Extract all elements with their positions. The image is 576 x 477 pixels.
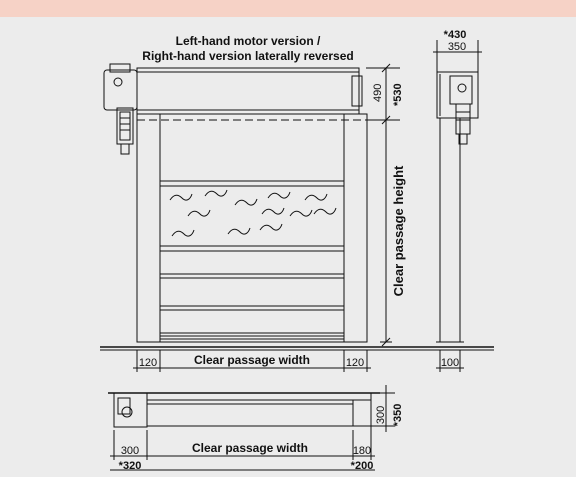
side-view xyxy=(433,40,482,372)
top-color-band xyxy=(0,0,576,17)
top-dim-320: *320 xyxy=(119,460,142,472)
dim-490: 490 xyxy=(372,84,384,102)
side-dim-100: 100 xyxy=(441,357,459,369)
bottom-seal xyxy=(159,332,345,343)
roller-housing xyxy=(136,67,360,115)
side-post xyxy=(439,117,461,343)
top-dim-300: 300 xyxy=(121,445,139,457)
dim-right-post: 120 xyxy=(346,357,364,369)
front-view-title-line2: Right-hand version laterally reversed xyxy=(142,49,353,63)
top-dim-vert-350: *350 xyxy=(392,404,404,427)
top-view xyxy=(108,385,395,471)
side-dim-350: 350 xyxy=(448,41,466,53)
right-post xyxy=(343,113,368,343)
top-dim-180: 180 xyxy=(353,445,371,457)
dim-530: *530 xyxy=(392,83,404,106)
top-clear-passage-width-label: Clear passage width xyxy=(192,441,308,455)
window-squiggles xyxy=(169,189,337,237)
front-view-door xyxy=(100,63,494,372)
side-dim-430: *430 xyxy=(444,29,467,41)
dim-left-post: 120 xyxy=(139,357,157,369)
front-view-title-line1: Left-hand motor version / xyxy=(176,34,321,48)
motor-unit xyxy=(103,63,138,155)
front-clear-passage-width-label: Clear passage width xyxy=(194,353,310,367)
top-dim-200: *200 xyxy=(351,460,374,472)
clear-passage-height-label: Clear passage height xyxy=(391,165,406,296)
left-post xyxy=(136,113,161,343)
top-dim-vert-300: 300 xyxy=(375,406,387,424)
